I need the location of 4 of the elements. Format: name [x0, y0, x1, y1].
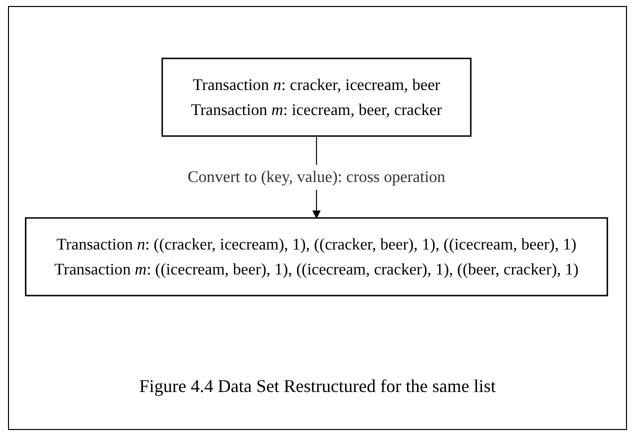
figure-caption: Figure 4.4 Data Set Restructured for the same list: [139, 376, 496, 397]
edge-label: Convert to (key, value): cross operation: [188, 168, 446, 186]
node-box: Transaction n: ((cracker, icecream), 1), ((cracker, beer), 1), ((icecream, beer), 1) Transaction m: ((icecream, beer), 1), ((icecream, cracker), 1), ((beer, cracker), 1): [24, 217, 608, 296]
node-box: Transaction n: cracker, icecream, beer Transaction m: icecream, beer, cracker: [162, 58, 472, 137]
